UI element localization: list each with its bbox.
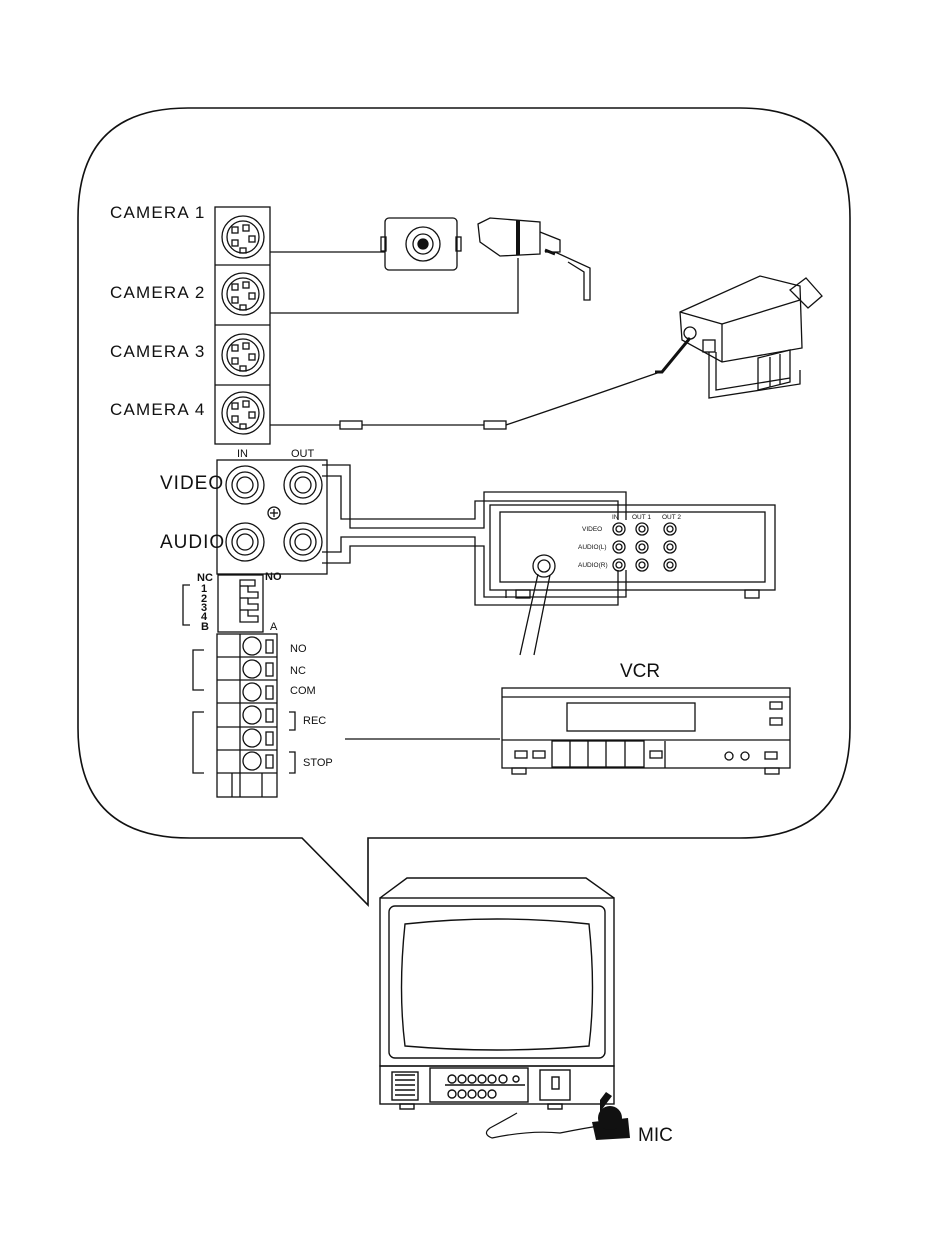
box-camera-icon (655, 276, 822, 398)
av-connector-panel (217, 460, 327, 574)
relay-rec-label: REC (303, 715, 326, 727)
camera-2-label: CAMERA 2 (110, 283, 206, 302)
video-in-jack-icon (226, 466, 264, 504)
camera-2-socket-icon (222, 273, 264, 315)
alarm-a-label: A (270, 621, 278, 633)
relay-nc-label: NC (290, 665, 306, 677)
microphone-icon (486, 1092, 630, 1140)
camera-cables (270, 252, 660, 429)
vcr-icon (502, 688, 790, 774)
camera-1-label: CAMERA 1 (110, 203, 206, 222)
callout-bubble (78, 108, 850, 905)
camera-3-socket-icon (222, 334, 264, 376)
camera-1-socket-icon (222, 216, 264, 258)
distributor-video-label: VIDEO (582, 526, 602, 533)
audio-label: AUDIO (160, 532, 225, 553)
camera-4-label: CAMERA 4 (110, 400, 206, 419)
video-label: VIDEO (160, 473, 224, 494)
monitor-icon (380, 878, 614, 1109)
av-distributor-icon (490, 505, 775, 655)
distributor-audio-r-label: AUDIO(R) (578, 562, 608, 569)
distributor-out2-label: OUT 2 (662, 514, 681, 521)
relay-no-label: NO (290, 643, 307, 655)
alarm-terminal-block (183, 575, 263, 632)
mini-camera-icon (381, 218, 461, 270)
mic-label: MIC (638, 1125, 673, 1146)
distributor-out1-label: OUT 1 (632, 514, 651, 521)
video-out-jack-icon (284, 466, 322, 504)
bullet-camera-icon (478, 218, 590, 300)
relay-terminal-block (193, 634, 295, 797)
distributor-audio-l-label: AUDIO(L) (578, 544, 607, 551)
distributor-jacks (613, 523, 676, 571)
alarm-no-label: NO (265, 571, 282, 583)
distributor-in-label: IN (612, 514, 619, 521)
video-out-label: OUT (291, 448, 315, 460)
audio-out-jack-icon (284, 523, 322, 561)
video-in-label: IN (237, 448, 248, 460)
ground-screw-icon (268, 507, 280, 519)
alarm-pin-b: B (201, 621, 209, 633)
vcr-label: VCR (620, 661, 660, 682)
camera-input-panel (215, 207, 270, 444)
relay-stop-label: STOP (303, 757, 333, 769)
relay-com-label: COM (290, 685, 316, 697)
audio-in-jack-icon (226, 523, 264, 561)
camera-3-label: CAMERA 3 (110, 342, 206, 361)
camera-4-socket-icon (222, 392, 264, 434)
av-cables (322, 465, 626, 605)
